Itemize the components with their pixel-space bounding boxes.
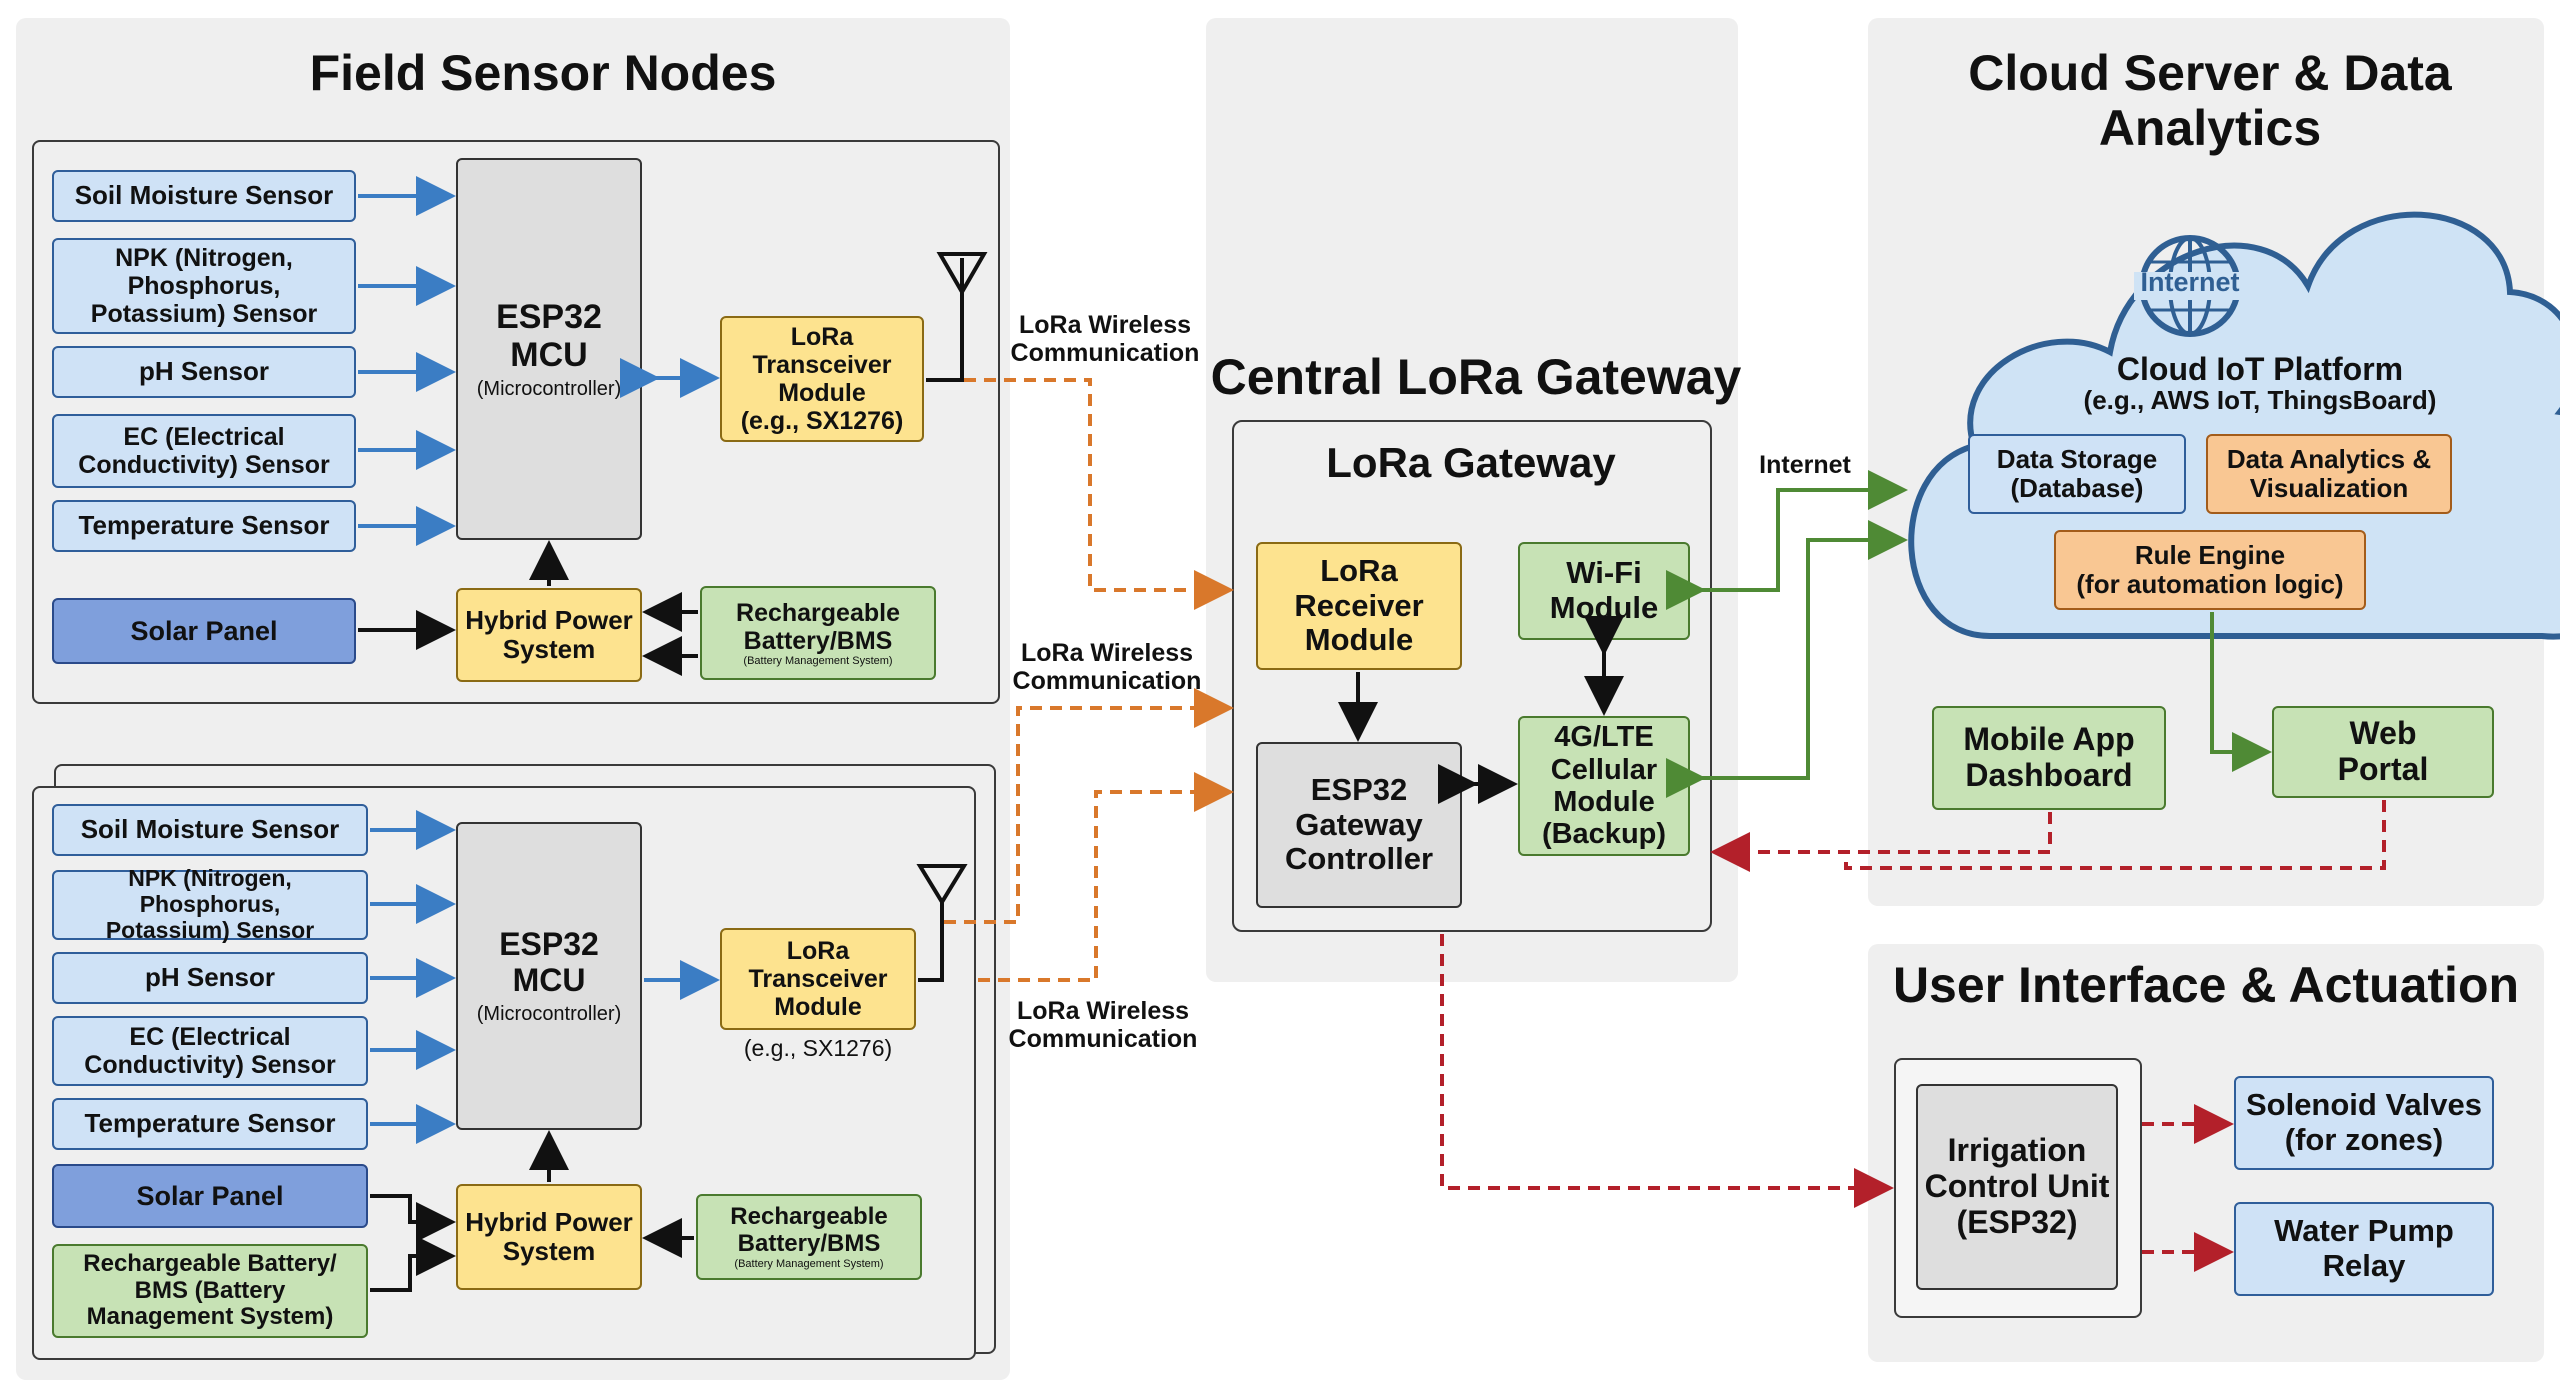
irrigation-control-unit: Irrigation Control Unit (ESP32) bbox=[1916, 1084, 2118, 1290]
cloud-platform-sub: (e.g., AWS IoT, ThingsBoard) bbox=[2083, 385, 2437, 415]
gateway-lora-receiver: LoRa Receiver Module bbox=[1256, 542, 1462, 670]
ui-title: User Interface & Actuation bbox=[1892, 957, 2520, 1013]
internet-link-label: Internet bbox=[1759, 451, 1851, 479]
node2-solar-panel: Solar Panel bbox=[52, 1164, 368, 1228]
node1-temperature-sensor: Temperature Sensor bbox=[52, 500, 356, 552]
node2-lora-note: (e.g., SX1276) bbox=[743, 1035, 893, 1061]
node1-hybrid-power: Hybrid Power System bbox=[456, 588, 642, 682]
node2-ph-sensor: pH Sensor bbox=[52, 952, 368, 1004]
node2-esp32-mcu: ESP32 MCU (Microcontroller) bbox=[456, 822, 642, 1130]
gateway-cellular-module: 4G/LTE Cellular Module (Backup) bbox=[1518, 716, 1690, 856]
node1-esp32-mcu: ESP32 MCU (Microcontroller) bbox=[456, 158, 642, 540]
node1-ec-sensor: EC (Electrical Conductivity) Sensor bbox=[52, 414, 356, 488]
node1-soil-moisture-sensor: Soil Moisture Sensor bbox=[52, 170, 356, 222]
gateway-wifi-module: Wi-Fi Module bbox=[1518, 542, 1690, 640]
node1-mcu-title: ESP32 MCU bbox=[496, 297, 602, 374]
cloud-title: Cloud Server & Data Analytics bbox=[1968, 45, 2452, 156]
lora-gateway-title: LoRa Gateway bbox=[1326, 439, 1616, 486]
node1-solar-panel: Solar Panel bbox=[52, 598, 356, 664]
node2-hybrid-power: Hybrid Power System bbox=[456, 1184, 642, 1290]
field-title: Field Sensor Nodes bbox=[309, 45, 777, 101]
node2-battery-sub: (Battery Management System) bbox=[734, 1257, 884, 1270]
node1-lora-transceiver: LoRa Transceiver Module (e.g., SX1276) bbox=[720, 316, 924, 442]
node1-battery-bms: Rechargeable Battery/BMS (Battery Manage… bbox=[700, 586, 936, 680]
lora-link-node2-b bbox=[978, 772, 1234, 982]
gateway-section-title: Central LoRa Gateway bbox=[1210, 349, 1742, 405]
water-pump-relay: Water Pump Relay bbox=[2234, 1202, 2494, 1296]
cloud-platform-title: Cloud IoT Platform bbox=[2116, 351, 2404, 387]
node2-battery-label: Rechargeable Battery/BMS bbox=[730, 1202, 888, 1257]
node2-mcu-sub: (Microcontroller) bbox=[476, 1002, 622, 1025]
lora-link-label-2: LoRa Wireless Communication bbox=[1012, 639, 1202, 695]
node2-temperature-sensor: Temperature Sensor bbox=[52, 1098, 368, 1150]
node2-npk-sensor: NPK (Nitrogen, Phosphorus, Potassium) Se… bbox=[52, 865, 368, 943]
cloud-internet-label: Internet bbox=[2140, 267, 2240, 297]
node1-npk-sensor: NPK (Nitrogen, Phosphorus, Potassium) Se… bbox=[52, 238, 356, 334]
node1-mcu-sub: (Microcontroller) bbox=[476, 377, 622, 400]
node2-lora-transceiver: LoRa Transceiver Module bbox=[720, 928, 916, 1030]
gateway-esp32-controller: ESP32 Gateway Controller bbox=[1256, 742, 1462, 908]
lora-link-label-1: LoRa Wireless Communication bbox=[1010, 311, 1200, 367]
solenoid-valves: Solenoid Valves (for zones) bbox=[2234, 1076, 2494, 1170]
node2-soil-moisture-sensor: Soil Moisture Sensor bbox=[52, 804, 368, 856]
cloud-rule-engine: Rule Engine (for automation logic) bbox=[2054, 530, 2366, 610]
web-portal[interactable]: Web Portal bbox=[2272, 706, 2494, 798]
node1-battery-label: Rechargeable Battery/BMS bbox=[736, 598, 900, 655]
cloud-data-analytics: Data Analytics & Visualization bbox=[2206, 434, 2452, 514]
node2-battery-bms: Rechargeable Battery/BMS (Battery Manage… bbox=[696, 1194, 922, 1280]
node2-mcu-title: ESP32 MCU bbox=[499, 925, 599, 998]
node1-ph-sensor: pH Sensor bbox=[52, 346, 356, 398]
mobile-app-dashboard[interactable]: Mobile App Dashboard bbox=[1932, 706, 2166, 810]
node2-battery-left: Rechargeable Battery/ BMS (Battery Manag… bbox=[52, 1244, 368, 1338]
lora-link-label-3: LoRa Wireless Communication bbox=[1008, 997, 1198, 1053]
node1-battery-sub: (Battery Management System) bbox=[743, 654, 893, 667]
node2-ec-sensor: EC (Electrical Conductivity) Sensor bbox=[52, 1016, 368, 1086]
cloud-data-storage: Data Storage (Database) bbox=[1968, 434, 2186, 514]
